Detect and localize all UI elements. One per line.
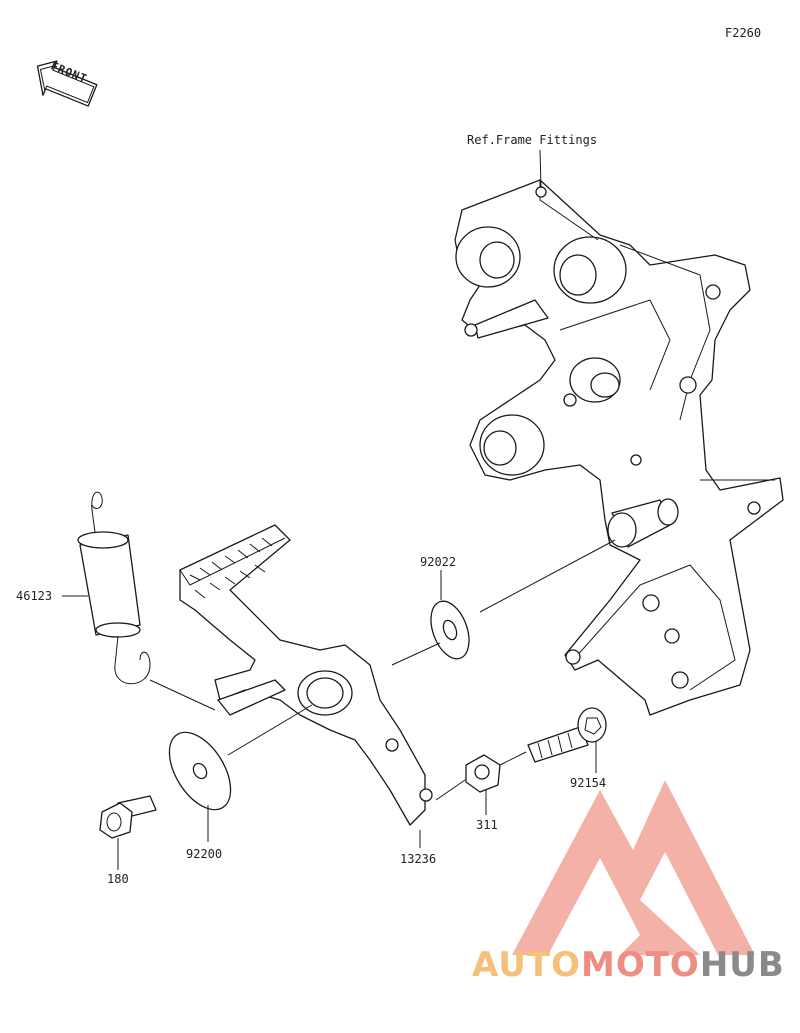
ref-frame-fittings-label: Ref.Frame Fittings <box>467 133 598 147</box>
bolt-180 <box>99 795 157 839</box>
nut-311 <box>465 754 501 793</box>
watermark-moto: MOTO <box>580 945 700 985</box>
bolt-92154 <box>527 707 607 763</box>
watermark-auto: AUTO <box>472 945 581 985</box>
part-label-13236: 13236 <box>400 852 437 866</box>
brake-pedal <box>179 524 433 826</box>
part-label-92200: 92200 <box>186 847 223 861</box>
washer-92200 <box>168 731 232 811</box>
part-label-311: 311 <box>476 818 498 832</box>
watermark: AUTOMOTOHUB <box>472 945 785 985</box>
watermark-hub: HUB <box>699 945 785 985</box>
part-label-180: 180 <box>107 872 129 886</box>
washer-92022 <box>430 600 470 660</box>
watermark-logo-icon <box>512 780 755 955</box>
frame-fitting-bracket <box>454 179 784 716</box>
leader-lines <box>62 149 616 870</box>
part-label-46123: 46123 <box>16 589 53 603</box>
front-arrow-icon <box>36 60 98 107</box>
part-label-92154: 92154 <box>570 776 607 790</box>
part-label-92022: 92022 <box>420 555 457 569</box>
diagram-code: F2260 <box>725 26 762 40</box>
spring-46123 <box>77 491 151 685</box>
